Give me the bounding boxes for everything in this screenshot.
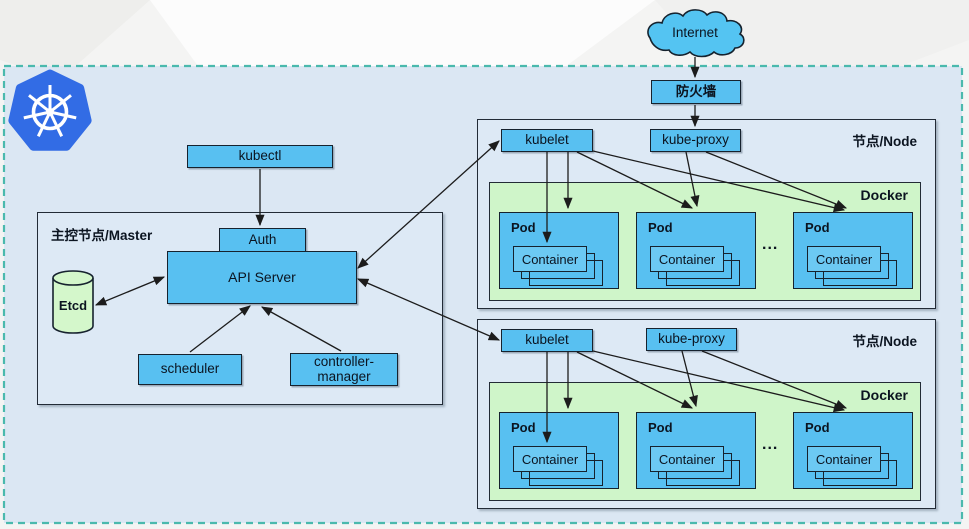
pod-label: Pod	[648, 420, 673, 435]
helm-wheel-icon	[23, 85, 77, 137]
node-2-title: 节点/Node	[852, 334, 917, 349]
auth-box: Auth	[219, 228, 306, 252]
master-title: 主控节点/Master	[51, 228, 153, 243]
node-2-pod-1: Pod Container	[499, 412, 619, 489]
database-cylinder-icon	[52, 270, 94, 334]
node-2-kube-proxy-box: kube-proxy	[646, 328, 737, 351]
node-1-docker-title: Docker	[860, 187, 908, 203]
node-1-pod-1: Pod Container	[499, 212, 619, 289]
container-box: Container	[807, 246, 881, 272]
node-frame-2: 节点/Node kubelet kube-proxy Docker Pod Co…	[477, 319, 936, 509]
pod-label: Pod	[511, 420, 536, 435]
internet-label: Internet	[672, 25, 718, 40]
pod-label: Pod	[511, 220, 536, 235]
node-1-kubelet-box: kubelet	[501, 129, 593, 152]
node-2-docker-title: Docker	[860, 387, 908, 403]
api-server-box: API Server	[167, 251, 357, 304]
node-1-pod-3: Pod Container	[793, 212, 913, 289]
scheduler-box: scheduler	[138, 354, 242, 385]
more-pods-ellipsis: ...	[762, 236, 779, 253]
node-2-pod-2: Pod Container	[636, 412, 756, 489]
kubectl-box: kubectl	[187, 145, 333, 168]
node-2-pod-3: Pod Container	[793, 412, 913, 489]
more-pods-ellipsis: ...	[762, 436, 779, 453]
container-box: Container	[650, 246, 724, 272]
node-2-docker-area: Docker Pod Container Pod Container ... P…	[489, 382, 921, 501]
background-accent-shape	[0, 0, 150, 80]
node-1-kube-proxy-box: kube-proxy	[650, 129, 741, 152]
node-1-title: 节点/Node	[852, 134, 917, 149]
kubernetes-heptagon	[8, 69, 92, 151]
pod-label: Pod	[648, 220, 673, 235]
container-box: Container	[807, 446, 881, 472]
node-1-docker-area: Docker Pod Container Pod Container ... P…	[489, 182, 921, 301]
master-node-frame: 主控节点/Master Auth API Server scheduler co…	[37, 212, 443, 405]
pod-label: Pod	[805, 220, 830, 235]
etcd-label: Etcd	[58, 298, 88, 313]
node-frame-1: 节点/Node kubelet kube-proxy Docker Pod Co…	[477, 119, 936, 309]
container-box: Container	[513, 446, 587, 472]
pod-label: Pod	[805, 420, 830, 435]
container-box: Container	[650, 446, 724, 472]
helm-hub	[46, 108, 54, 116]
node-1-pod-2: Pod Container	[636, 212, 756, 289]
firewall-box: 防火墙	[651, 80, 741, 104]
kubernetes-logo	[8, 69, 92, 151]
node-2-kubelet-box: kubelet	[501, 329, 593, 352]
container-box: Container	[513, 246, 587, 272]
controller-manager-box: controller- manager	[290, 353, 398, 386]
